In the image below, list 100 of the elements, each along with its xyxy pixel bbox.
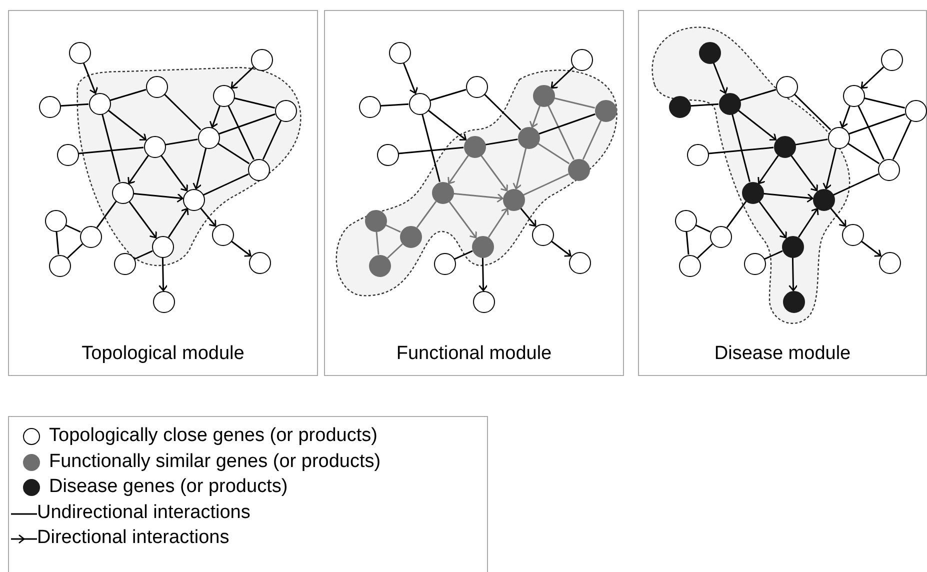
arrow bbox=[550, 66, 574, 89]
arrow bbox=[453, 192, 504, 203]
connector-line bbox=[416, 200, 437, 228]
connector-line bbox=[537, 142, 570, 164]
connector-line bbox=[726, 200, 747, 228]
gene-node bbox=[674, 210, 696, 232]
gene-node bbox=[678, 254, 700, 276]
gene-node bbox=[668, 96, 690, 118]
gene-node bbox=[250, 48, 272, 70]
connector-line bbox=[60, 103, 89, 107]
arrow bbox=[529, 106, 540, 128]
arrow bbox=[738, 110, 777, 140]
connector-line bbox=[764, 250, 783, 260]
arrow bbox=[428, 110, 467, 140]
connector-line bbox=[523, 173, 569, 196]
arrow bbox=[480, 154, 508, 192]
connector-line bbox=[484, 94, 522, 130]
panel-title: Topological module bbox=[80, 343, 246, 365]
connector-line bbox=[847, 142, 880, 164]
arrow bbox=[790, 154, 818, 192]
arrow bbox=[788, 257, 798, 292]
gene-node bbox=[842, 224, 864, 246]
gene-node bbox=[466, 76, 488, 98]
connector-line bbox=[56, 231, 60, 255]
connector-line bbox=[218, 113, 276, 135]
arrow bbox=[860, 240, 882, 257]
gene-node bbox=[842, 84, 864, 106]
arrow bbox=[488, 208, 509, 238]
arrow bbox=[712, 62, 728, 94]
arrow bbox=[133, 192, 184, 203]
connector-line bbox=[454, 250, 473, 260]
arrow bbox=[158, 257, 168, 292]
legend-text: Disease genes (or products) bbox=[49, 476, 288, 498]
connector-line bbox=[96, 200, 117, 228]
connector-line bbox=[165, 138, 198, 146]
gene-node bbox=[744, 252, 766, 274]
connector-line bbox=[422, 114, 440, 182]
arrow bbox=[128, 155, 149, 184]
connector-line bbox=[554, 97, 595, 109]
connector-line bbox=[485, 138, 518, 146]
connector-line bbox=[262, 120, 282, 160]
gene-node bbox=[152, 290, 174, 312]
panel-frame bbox=[8, 10, 318, 376]
gene-node bbox=[248, 252, 270, 274]
gene-node bbox=[48, 254, 70, 276]
connector-line bbox=[430, 88, 466, 102]
panel-title: Disease module bbox=[713, 343, 852, 365]
connector-line bbox=[203, 173, 249, 196]
legend-text: Topologically close genes (or products) bbox=[49, 425, 378, 447]
gene-node bbox=[710, 226, 732, 248]
connector-line bbox=[548, 105, 574, 160]
arrow bbox=[830, 208, 846, 227]
connector-line bbox=[582, 120, 602, 160]
gene-node bbox=[408, 92, 430, 114]
connector-line bbox=[110, 88, 146, 102]
arrow bbox=[209, 106, 220, 128]
arrow bbox=[192, 148, 207, 190]
gene-node bbox=[878, 158, 900, 180]
connector-line bbox=[538, 113, 596, 135]
connector-line bbox=[740, 88, 776, 102]
connector-line bbox=[697, 243, 713, 259]
gene-node bbox=[44, 210, 66, 232]
gene-node bbox=[880, 48, 902, 70]
connector-line bbox=[380, 103, 409, 107]
gene-node bbox=[570, 48, 592, 70]
connector-line bbox=[848, 113, 906, 135]
panel-title: Functional module bbox=[395, 343, 553, 365]
gene-node bbox=[878, 252, 900, 274]
connector-line bbox=[795, 138, 828, 146]
arrow bbox=[763, 192, 814, 203]
arrow bbox=[520, 208, 536, 227]
gene-node bbox=[472, 290, 494, 312]
arrow bbox=[550, 240, 572, 257]
connector-line bbox=[864, 97, 905, 109]
arrow bbox=[230, 66, 254, 89]
arrow bbox=[860, 66, 884, 89]
connector-line bbox=[892, 120, 912, 160]
connector-line bbox=[376, 231, 380, 255]
gene-node bbox=[532, 224, 554, 246]
arrow bbox=[839, 106, 850, 128]
gene-node bbox=[114, 252, 136, 274]
connector-line bbox=[134, 250, 153, 260]
legend-text: Undirectional interactions bbox=[37, 502, 250, 524]
connector-line bbox=[102, 114, 120, 182]
gene-node bbox=[434, 252, 456, 274]
connector-line bbox=[78, 146, 144, 154]
legend-text: Functionally similar genes (or products) bbox=[49, 450, 381, 472]
gene-node bbox=[828, 126, 850, 148]
arrow bbox=[128, 200, 157, 238]
connector-line bbox=[217, 142, 250, 164]
arrow bbox=[478, 257, 488, 292]
arrow bbox=[108, 110, 147, 140]
panel-frame bbox=[324, 10, 624, 376]
arrow bbox=[200, 208, 216, 227]
gene-node bbox=[68, 42, 90, 64]
arrow bbox=[160, 154, 188, 192]
arrow bbox=[758, 200, 787, 238]
arrow bbox=[168, 208, 189, 238]
panel-frame bbox=[638, 10, 927, 376]
arrow bbox=[822, 148, 837, 190]
